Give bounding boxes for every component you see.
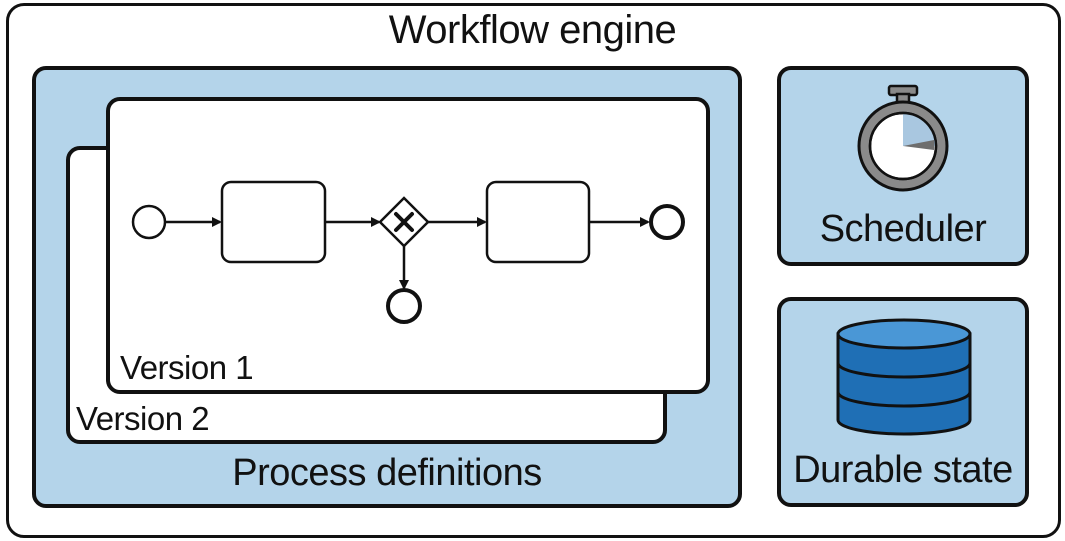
gateway-x-icon [394,212,414,232]
workflow-engine-title: Workflow engine [388,8,677,52]
version-2-label: Version 2 [76,400,210,437]
end-event [649,204,685,240]
scheduler-label: Scheduler [819,208,987,250]
database-icon [836,318,972,436]
end-event-branch [386,288,422,324]
process-definitions-label: Process definitions [232,452,542,494]
task-1 [220,180,327,264]
task-2 [485,180,591,264]
start-event [131,204,167,240]
stopwatch-icon [857,84,949,192]
durable-state-label: Durable state [793,449,1013,491]
version-1-card [106,97,710,394]
version-1-label: Version 1 [120,349,254,386]
